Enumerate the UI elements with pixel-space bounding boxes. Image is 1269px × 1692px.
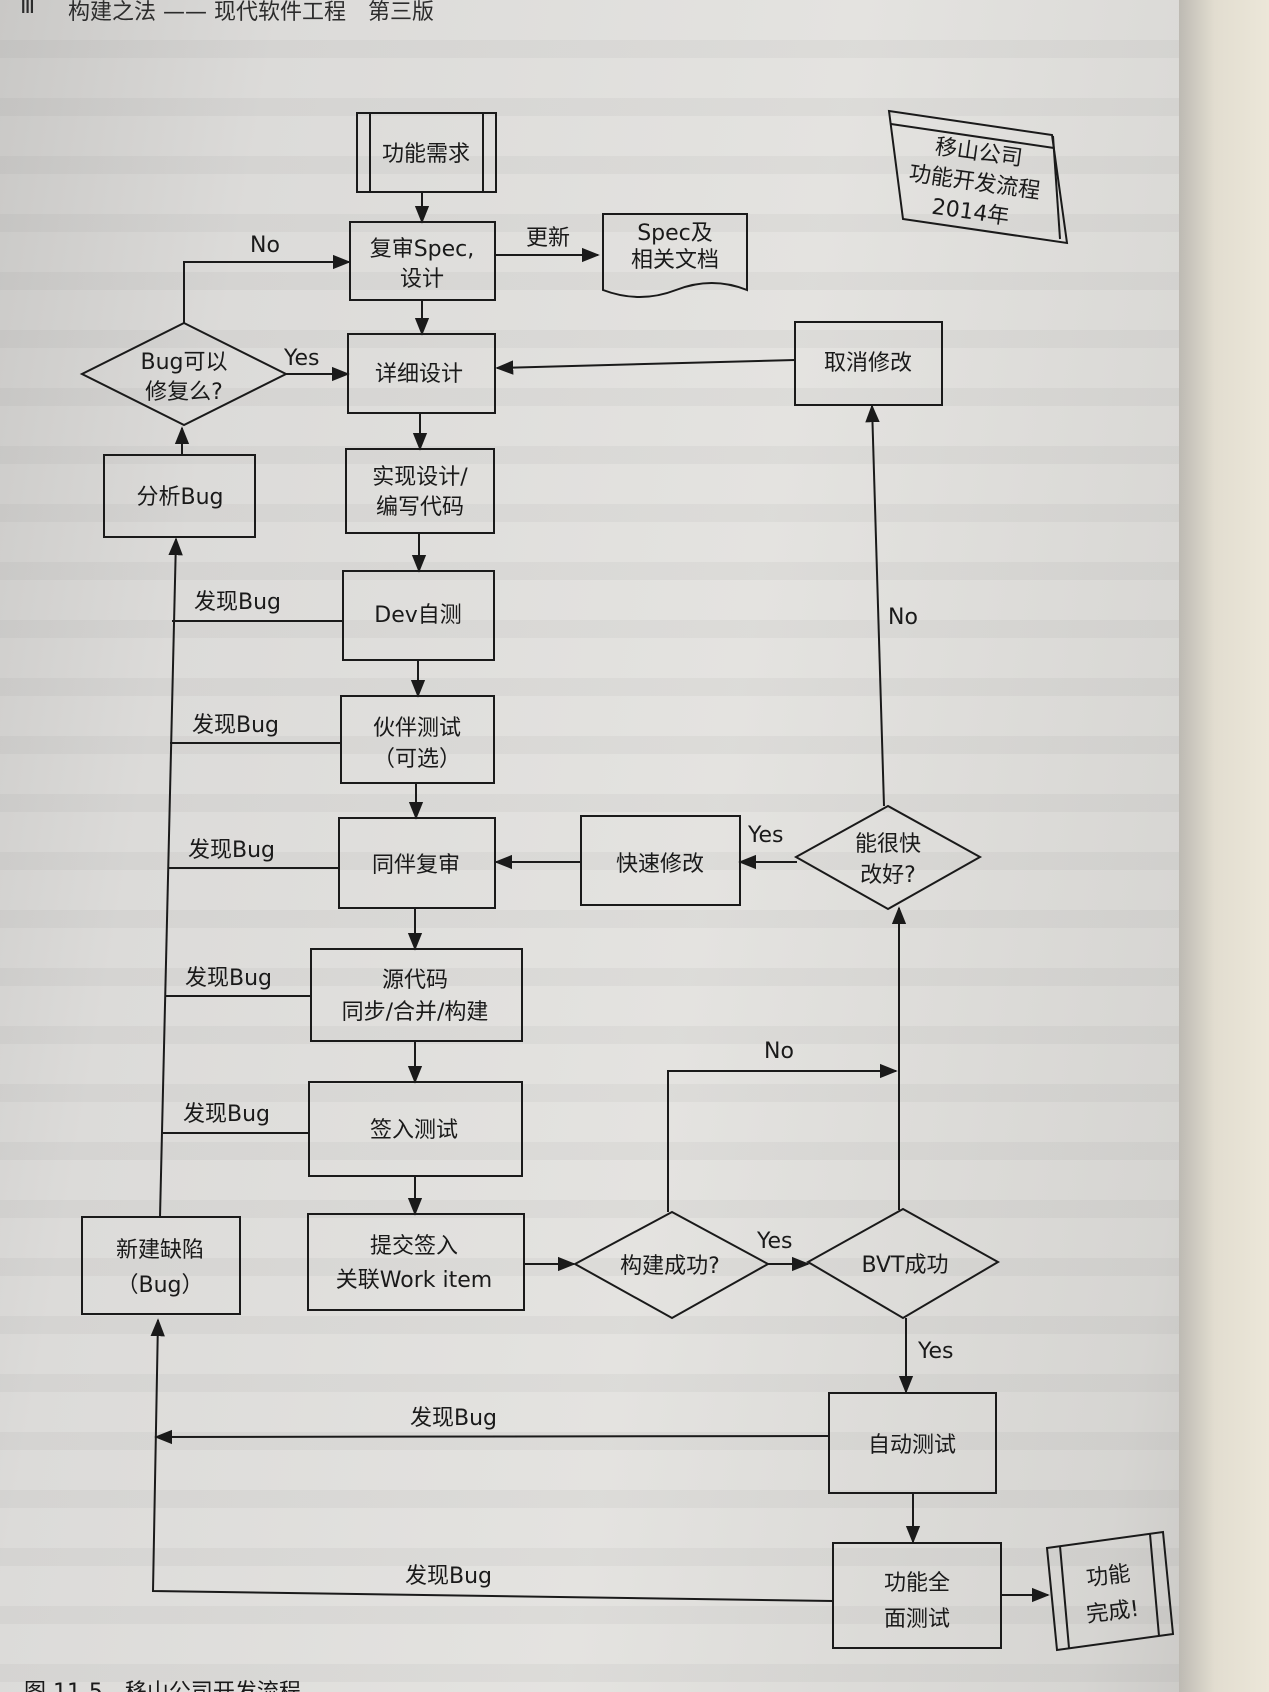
edge-label-yes-detail: Yes <box>283 346 320 371</box>
legend-line-2: 功能开发流程 <box>907 161 1041 204</box>
node-done-bar-right <box>1149 1533 1160 1637</box>
edge-buildok-no <box>667 1063 898 1212</box>
label-done-1: 功能 <box>1085 1562 1132 1592</box>
label-done-2: 完成! <box>1085 1597 1140 1628</box>
label-fulltest-1: 功能全 <box>884 1571 950 1596</box>
node-cancel-box <box>794 321 943 406</box>
edge-label-yes-bvt: Yes <box>756 1229 793 1254</box>
label-req: 功能需求 <box>382 142 470 167</box>
node-done-shape <box>1045 1530 1175 1652</box>
label-submit-1: 提交签入 <box>370 1234 458 1259</box>
edge-label-update: 更新 <box>526 226 570 251</box>
node-quickfix-box <box>580 815 741 906</box>
edge-label-bug-buddy: 发现Bug <box>192 713 279 738</box>
edge-label-no-review: No <box>250 233 280 258</box>
node-labels: 功能需求 复审Spec, 设计 Spec及 相关文档 详细设计 Bug可以 修复… <box>116 135 1140 1632</box>
label-fulltest-2: 面测试 <box>884 1607 950 1632</box>
edge-fulltest-newbug <box>150 1318 834 1602</box>
node-impl-box <box>345 448 495 534</box>
label-cancel: 取消修改 <box>824 351 912 376</box>
label-newbug-2: （Bug） <box>116 1273 203 1298</box>
label-doc-2: 相关文档 <box>631 248 719 273</box>
node-peer-box <box>338 817 496 909</box>
edge-cancel-detail <box>495 359 796 375</box>
node-req-box <box>356 112 497 193</box>
label-buildok: 构建成功? <box>620 1254 720 1279</box>
edge-label-yes-auto: Yes <box>917 1339 954 1364</box>
label-review-2: 设计 <box>400 267 444 292</box>
label-src-2: 同步/合并/构建 <box>342 1000 489 1025</box>
label-canfix-1: Bug可以 <box>140 350 227 375</box>
label-quickq-2: 改好? <box>860 863 916 888</box>
label-devtest: Dev自测 <box>374 603 462 628</box>
label-impl-2: 编写代码 <box>376 495 464 520</box>
label-analyze: 分析Bug <box>136 485 223 510</box>
edge-autotest-newbug <box>154 1429 830 1445</box>
node-done-bar-left <box>1059 1545 1070 1649</box>
edge-canfix-review <box>183 254 351 323</box>
connectors <box>150 193 1050 1603</box>
figure-caption: 图 11-5 移山公司开发流程 <box>24 1680 301 1692</box>
running-header: 构建之法 —— 现代软件工程 第三版 <box>68 0 434 25</box>
label-quickq-1: 能很快 <box>855 832 921 857</box>
edge-newbug-analyze <box>159 537 183 1218</box>
node-devtest-box <box>342 570 495 661</box>
edge-label-bug-checkin: 发现Bug <box>183 1102 270 1127</box>
page-mark: Ⅲ <box>20 0 36 19</box>
node-detail-box <box>347 333 496 414</box>
node-quickq-diamond <box>793 804 983 911</box>
label-doc-1: Spec及 <box>637 221 713 246</box>
node-doc-shape <box>602 213 748 298</box>
legend-bar-right <box>1052 135 1061 240</box>
legend-box <box>887 109 1069 245</box>
node-submit-box <box>307 1213 525 1311</box>
edge-label-bug-peer: 发现Bug <box>188 838 275 863</box>
nodes <box>79 109 1175 1652</box>
label-detail: 详细设计 <box>375 362 463 387</box>
edge-label-bug-devtest: 发现Bug <box>194 590 281 615</box>
edge-label-yes-quick: Yes <box>747 823 784 848</box>
node-autotest-box <box>828 1392 997 1494</box>
edge-label-bug-autotest: 发现Bug <box>410 1406 497 1431</box>
node-fulltest-box <box>832 1542 1002 1649</box>
book-spine <box>1179 0 1269 1692</box>
label-checkin: 签入测试 <box>370 1118 458 1143</box>
label-src-1: 源代码 <box>382 968 448 993</box>
edge-labels: No Yes 更新 No Yes No Yes Yes 发现Bug 发现Bug … <box>183 226 954 1589</box>
label-impl-1: 实现设计/ <box>372 465 468 490</box>
label-buddy-2: （可选） <box>373 747 461 772</box>
label-review-1: 复审Spec, <box>370 237 475 262</box>
node-analyze-box <box>103 454 256 538</box>
label-autotest: 自动测试 <box>868 1433 956 1458</box>
label-canfix-2: 修复么? <box>145 380 223 405</box>
label-submit-2: 关联Work item <box>336 1268 492 1293</box>
node-buddy-box <box>340 695 495 784</box>
node-newbug-box <box>81 1216 241 1315</box>
edge-label-bug-fulltest: 发现Bug <box>405 1564 492 1589</box>
label-buddy-1: 伙伴测试 <box>373 716 461 741</box>
node-checkin-box <box>308 1081 523 1177</box>
node-canfix-diamond <box>79 321 289 427</box>
edge-quickq-cancel <box>865 404 885 807</box>
node-buildok-diamond <box>572 1210 771 1320</box>
legend-bar-top <box>890 123 1055 149</box>
label-bvt: BVT成功 <box>862 1253 949 1278</box>
edge-label-bug-src: 发现Bug <box>185 966 272 991</box>
node-src-box <box>310 948 523 1042</box>
node-review-box <box>349 221 496 301</box>
label-peer: 同伴复审 <box>372 853 460 878</box>
edge-label-no-build: No <box>764 1039 794 1064</box>
label-newbug-1: 新建缺陷 <box>116 1238 204 1263</box>
edge-label-no-cancel: No <box>888 605 918 630</box>
label-quickfix: 快速修改 <box>616 852 704 877</box>
node-bvt-diamond <box>805 1207 1001 1320</box>
